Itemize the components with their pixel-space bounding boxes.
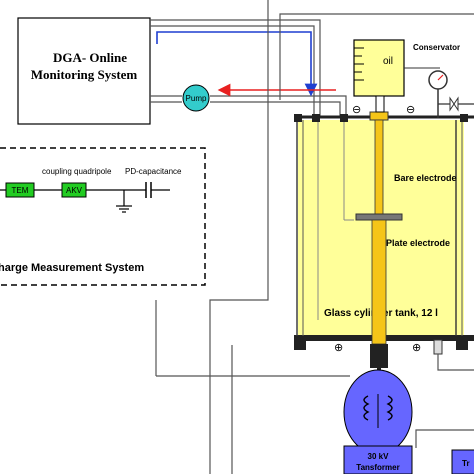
bare-electrode-label: Bare electrode [394,173,457,183]
oil-label: oil [383,56,393,67]
secondary-unit-box [451,449,474,474]
pd-capacitance-label: PD-capacitance [125,167,182,176]
akv-label: AKV [66,186,83,195]
transformer: 30 kV Tansformer Tr [343,368,474,474]
conservator-label: Conservator [413,43,460,52]
valve-icon [449,96,459,112]
plus-symbol-1: ⊕ [334,342,343,354]
pd-measurement-box: coupling quadripole PD-capacitance TEM A… [0,147,206,286]
pump-label: Pump [186,94,207,103]
plus-symbol-2: ⊕ [412,342,421,354]
transformer-kv-label: 30 kV [368,452,390,461]
dga-pipes [150,19,347,118]
conservator: oil Conservator [353,39,460,113]
minus-symbol-1: ⊖ [352,104,361,116]
minus-symbol-2: ⊖ [406,104,415,116]
plate-electrode [355,213,403,221]
dga-label-line2: Monitoring System [31,67,138,82]
akv-box [61,182,87,198]
coil-left-icon [363,395,370,421]
dga-system-box: DGA- Online Monitoring System [17,17,151,125]
tr-partial-label: Tr [462,459,470,468]
pd-system-label: harge Measurement System [0,262,144,274]
electrode-rod [355,111,403,368]
bottom-fitting [433,339,474,371]
top-bolts [294,114,468,122]
pressure-gauge [428,70,474,118]
tem-label: TEM [12,186,29,195]
tem-box [5,182,35,198]
coil-right-icon [386,395,393,421]
frame-lines [155,0,474,474]
coupling-quadripole-label: coupling quadripole [42,167,112,176]
pump: Pump [182,84,210,112]
plate-electrode-label: Plate electrode [386,238,450,248]
dga-label-line1: DGA- Online [53,50,127,65]
blue-flow-arrow [156,31,318,97]
transformer-name-label: Tansformer [356,463,399,472]
